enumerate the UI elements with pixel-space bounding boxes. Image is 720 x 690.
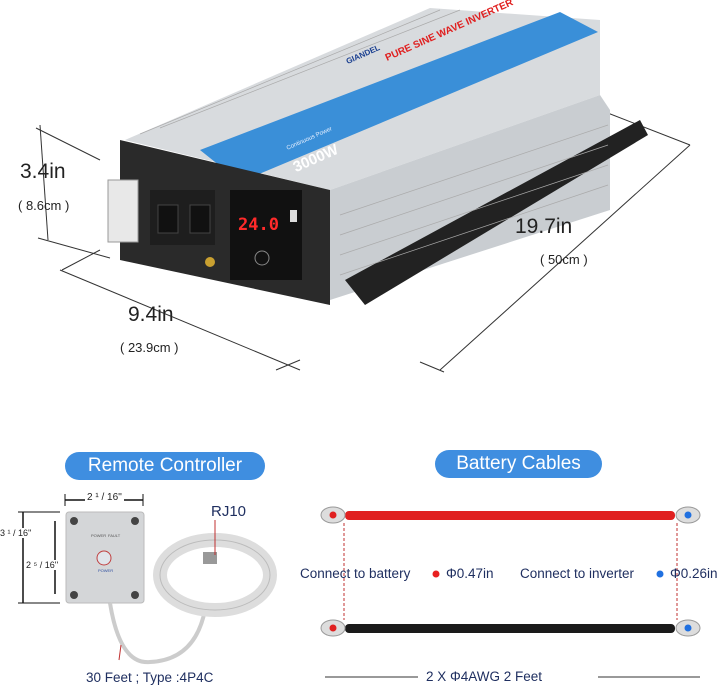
inverter-connect-label: Connect to inverter [520,566,635,581]
remote-controller-heading: Remote Controller [65,452,265,480]
remote-power-button: POWER [98,568,114,573]
rj10-label: RJ10 [211,503,247,520]
battery-connect-label: Connect to battery [300,566,411,581]
dimension-lines [35,109,691,373]
length-cm: ( 50cm ) [540,252,588,267]
inverter-diameter: Φ0.26in [670,566,718,581]
led-power-label: POWER [91,533,107,538]
width-cm: ( 23.9cm ) [120,340,179,355]
inverter-illustration [107,8,648,305]
red-cable [345,511,675,520]
cable-spec: 2 X Φ4AWG 2 Feet [426,669,543,684]
led-fault-label: FAULT [108,533,121,538]
remote-graphics [18,494,277,665]
height-inches: 3.4in [20,160,66,183]
length-inches: 19.7in [515,215,573,238]
remote-outer-height-dim: 3 ¹ / 16'' [0,528,32,538]
led-display: 24.0 [238,215,279,235]
battery-diameter: Φ0.47in [446,566,494,581]
remote-inner-height-dim: 2 ⁵ / 16'' [26,560,59,570]
width-inches: 9.4in [128,303,174,326]
height-cm: ( 8.6cm ) [18,198,70,213]
cables-graphics [320,506,701,678]
battery-cables-heading: Battery Cables [435,450,602,478]
black-cable [345,624,675,633]
remote-cable-spec: 30 Feet ; Type :4P4C [86,670,214,685]
remote-width-dim: 2 ¹ / 16'' [85,492,124,503]
